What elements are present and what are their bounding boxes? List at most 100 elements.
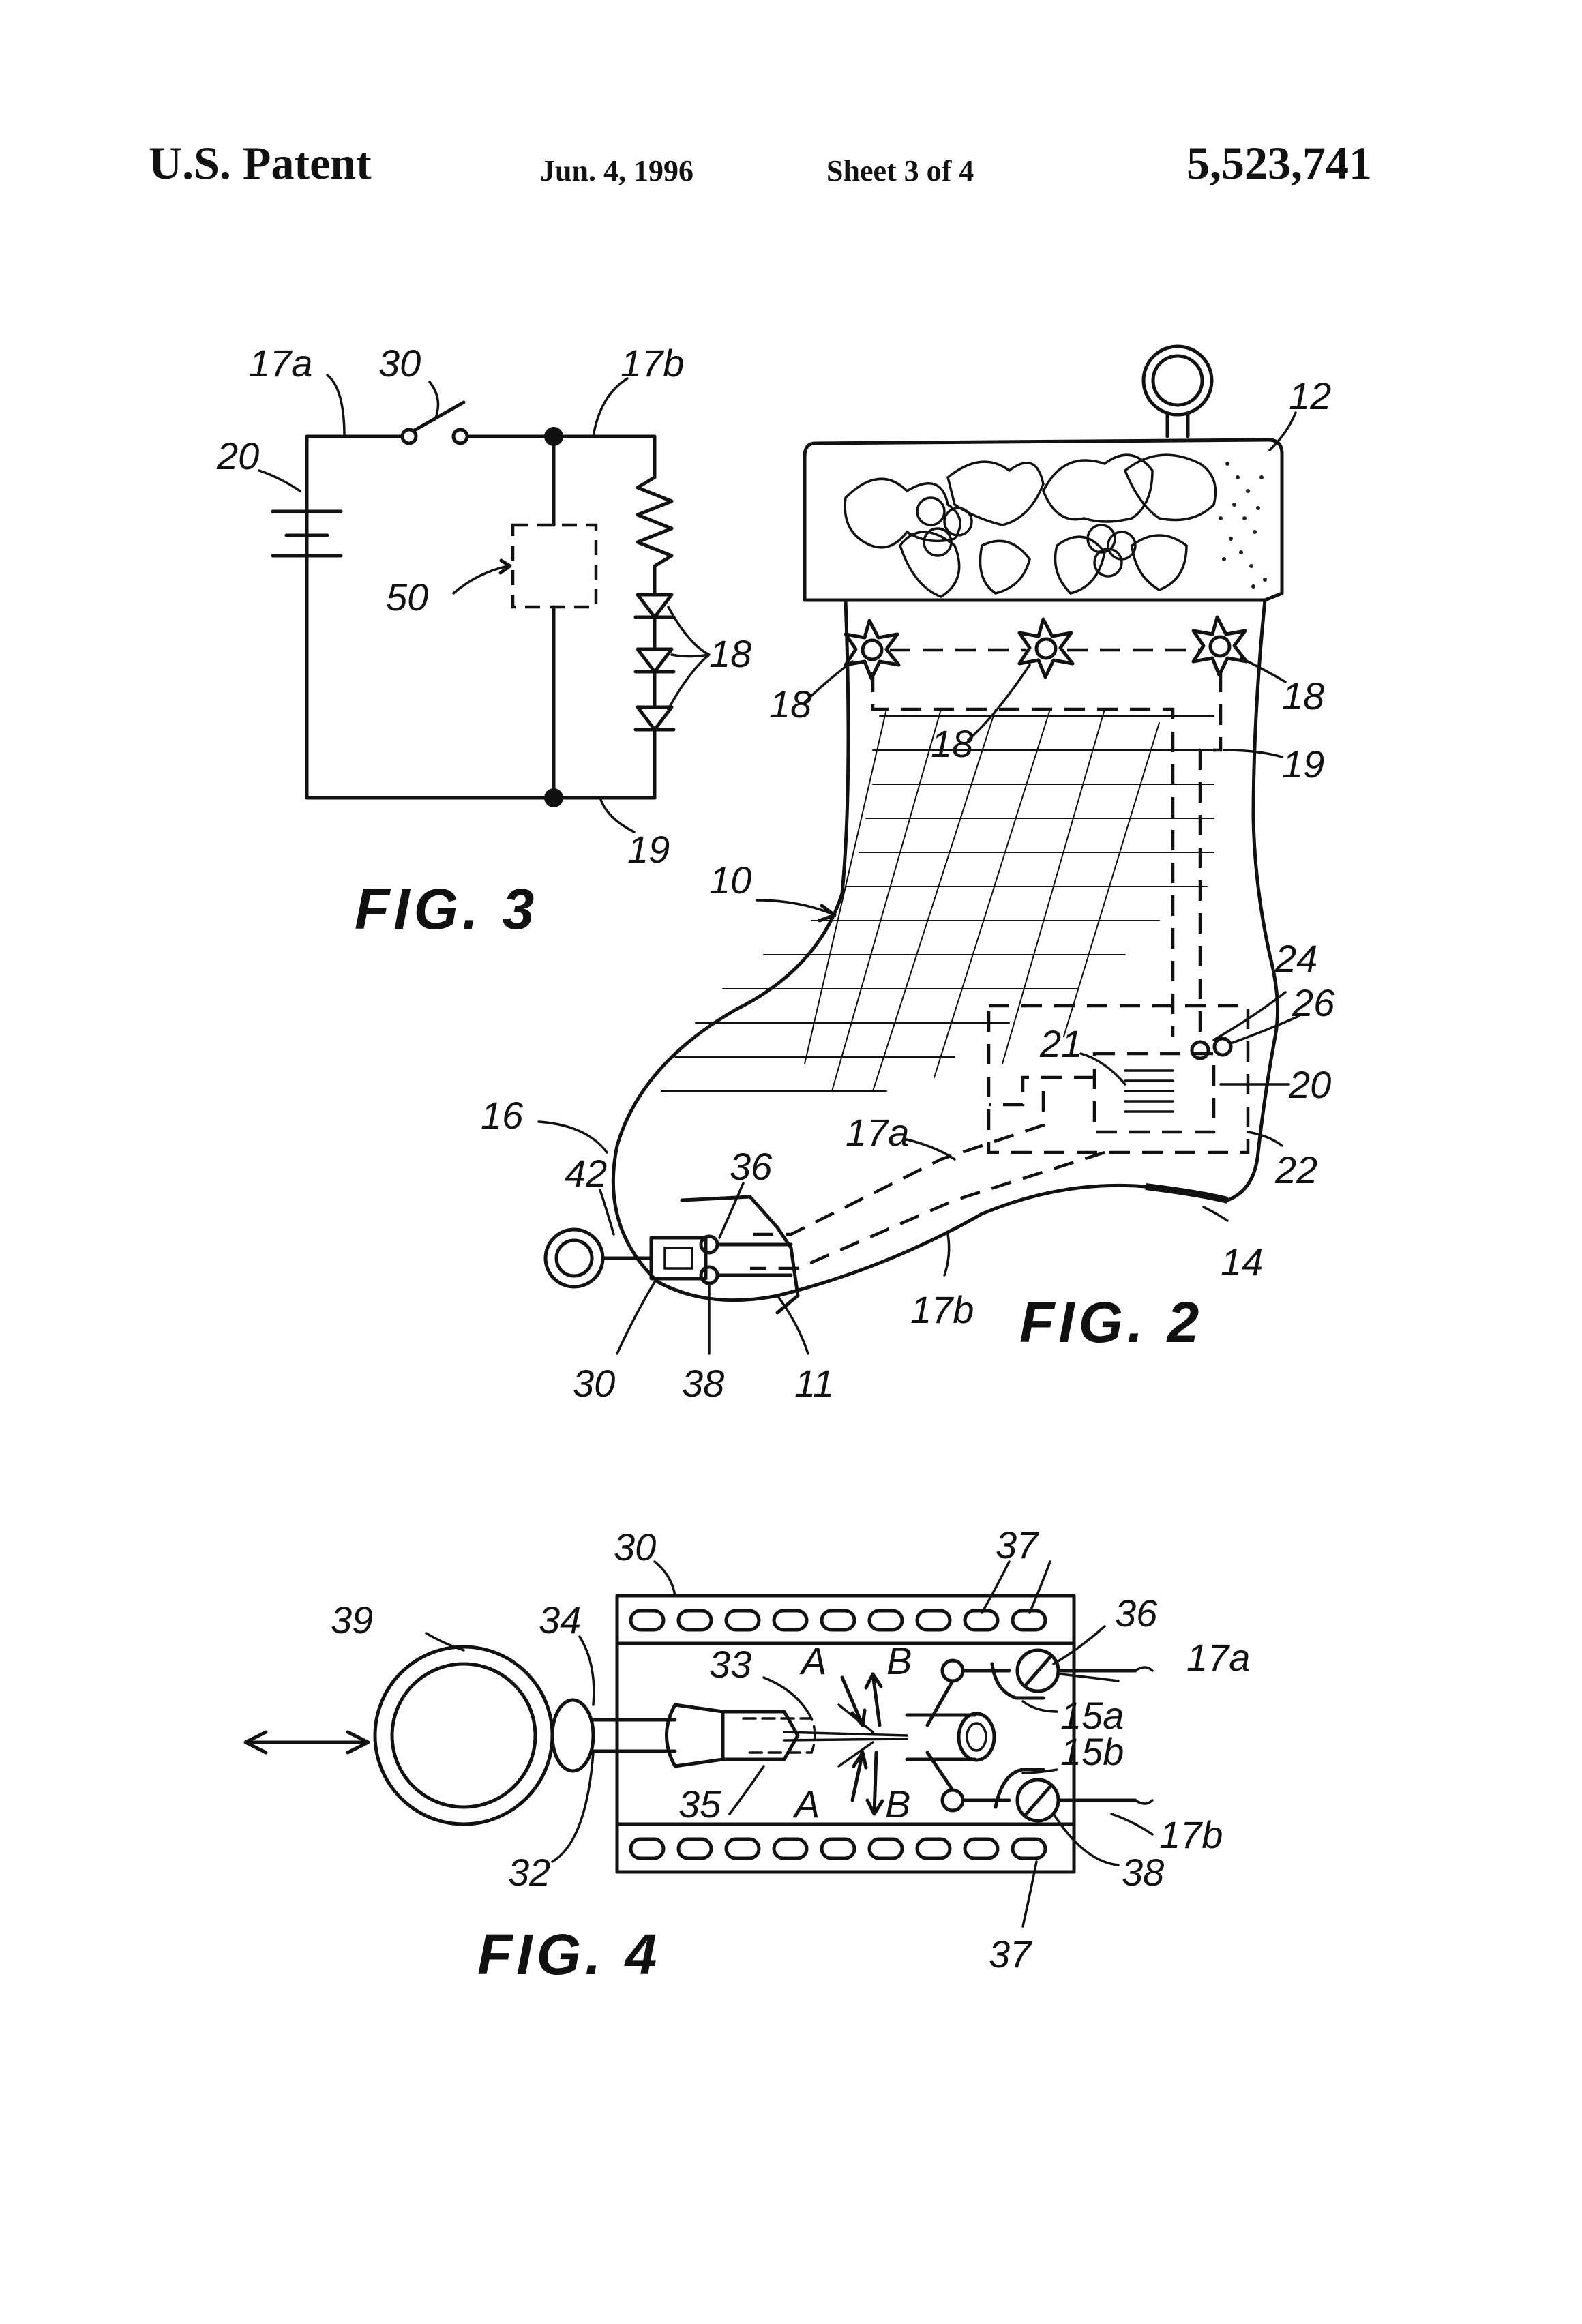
ref-12: 12 (1289, 374, 1331, 417)
pull-ring-39-inner (390, 1662, 537, 1809)
holly-berry-2 (943, 507, 973, 537)
wire-17a-dashed (750, 1091, 1045, 1236)
screw-38-slot (1024, 1785, 1052, 1816)
wire-17b-dashed (750, 1150, 1105, 1270)
switch-contact-left (400, 428, 418, 445)
leader-17b (592, 377, 629, 438)
leader-30 (428, 381, 440, 421)
leader-17b-fig4 (1110, 1813, 1154, 1836)
leader-36-fig4 (1052, 1625, 1106, 1665)
stocking-body-outline (611, 598, 1280, 1302)
holly-leaf-4 (979, 539, 1031, 595)
arrow-A-bottom (850, 1751, 868, 1802)
wire-17a-17b-exit (1056, 1669, 1137, 1802)
leader-37-top (981, 1560, 1051, 1614)
switch-leads (715, 1242, 793, 1277)
terminal-24 (1190, 1040, 1210, 1060)
leader-11 (776, 1294, 809, 1355)
leader-35 (728, 1765, 765, 1815)
ref-18: 18 (709, 632, 751, 675)
mounting-slots-top-37 (629, 1609, 1047, 1632)
wire-dashed-right (1198, 672, 1223, 1037)
wire-17b (465, 434, 657, 479)
receptacle-end (957, 1712, 996, 1762)
holly-leaf-3 (899, 531, 961, 598)
receptacle-tube (905, 1713, 977, 1761)
terminal-leads (925, 1669, 1011, 1802)
arrow-label-B-top: B (886, 1639, 912, 1682)
resistor (636, 475, 674, 595)
wire-dashed-19 (871, 672, 1175, 1037)
holly-berry-4 (1086, 524, 1116, 554)
star-light-middle (1017, 617, 1075, 679)
hanging-ring-outer (1141, 344, 1214, 417)
terminal-15b (940, 1788, 965, 1813)
switch-body-30 (649, 1236, 708, 1281)
leader-50 (452, 565, 509, 595)
leader-22 (1247, 1131, 1283, 1147)
holly-berry-6 (1093, 548, 1123, 578)
fig2-caption: FIG. 2 (1019, 1290, 1203, 1354)
patent-header-number: 5,523,741 (1186, 137, 1372, 189)
ref-30-fig2: 30 (573, 1362, 615, 1405)
switch-screw-36 (699, 1234, 719, 1255)
leader-15b (1021, 1768, 1058, 1774)
ref-50: 50 (386, 576, 428, 619)
leader-50-arrowhead (498, 558, 512, 575)
ref-17a-fig2: 17a (846, 1111, 909, 1154)
leader-36 (718, 1182, 745, 1239)
leader-17a (326, 374, 346, 438)
screw-36-slot (1024, 1655, 1052, 1686)
leader-19-fig2 (1223, 749, 1283, 758)
ref-16: 16 (481, 1094, 524, 1137)
arrow-label-A-bottom: A (792, 1783, 820, 1826)
patent-header-date: Jun. 4, 1996 (540, 154, 693, 188)
fig4-caption: FIG. 4 (477, 1922, 661, 1986)
leader-24 (1212, 991, 1287, 1041)
receptacle-bore (966, 1722, 987, 1752)
ref-38-fig2: 38 (682, 1362, 724, 1405)
wire-dashed-inner (989, 1075, 1094, 1107)
arrow-label-A-top: A (799, 1639, 826, 1682)
ref-17b-fig2: 17b (910, 1288, 974, 1331)
mounting-slots-bottom-37 (629, 1837, 1047, 1860)
leader-18-mid (967, 664, 1031, 741)
ref-18-right: 18 (1282, 674, 1324, 717)
ref-35: 35 (678, 1783, 721, 1826)
wire-ends (1134, 1666, 1154, 1805)
battery-21 (1124, 1069, 1174, 1113)
patent-header-title: U.S. Patent (149, 137, 372, 189)
leader-18-left (803, 660, 854, 704)
ref-36-fig2: 36 (730, 1145, 773, 1188)
fig4-switch-detail: 30 37 39 34 36 17a 33 A B 15a 15b 35 A B… (243, 1523, 1250, 1986)
ref-30: 30 (378, 342, 421, 385)
ref-15b: 15b (1060, 1730, 1124, 1773)
ref-11: 11 (794, 1362, 834, 1405)
leader-42 (599, 1189, 615, 1236)
leader-38-fig4 (1052, 1813, 1120, 1866)
ref-24: 24 (1274, 937, 1317, 980)
switch-screw-38 (699, 1265, 719, 1285)
ref-32: 32 (508, 1851, 550, 1894)
ref-33: 33 (709, 1643, 751, 1686)
cuff-stipple-texture (1219, 462, 1267, 589)
led-2 (633, 615, 676, 674)
leader-15a (1021, 1700, 1058, 1713)
patent-header-sheet: Sheet 3 of 4 (826, 154, 974, 188)
pull-ring-outer (543, 1227, 605, 1289)
ref-39: 39 (331, 1598, 373, 1641)
shaft-34 (591, 1718, 677, 1753)
plunger-35 (721, 1710, 800, 1761)
terminal-15a (940, 1658, 965, 1683)
leader-37-bottom (1021, 1860, 1038, 1928)
ref-15a: 15a (1060, 1694, 1124, 1737)
pull-direction-arrow (243, 1730, 370, 1755)
ref-21: 21 (1039, 1022, 1082, 1065)
led-3 (633, 670, 676, 800)
fig3-caption: FIG. 3 (355, 877, 538, 941)
leader-10-arrowhead (818, 904, 837, 923)
leader-20 (258, 469, 301, 492)
leader-21 (1079, 1052, 1126, 1086)
leader-19 (599, 796, 636, 833)
ref-18-middle: 18 (931, 722, 973, 765)
